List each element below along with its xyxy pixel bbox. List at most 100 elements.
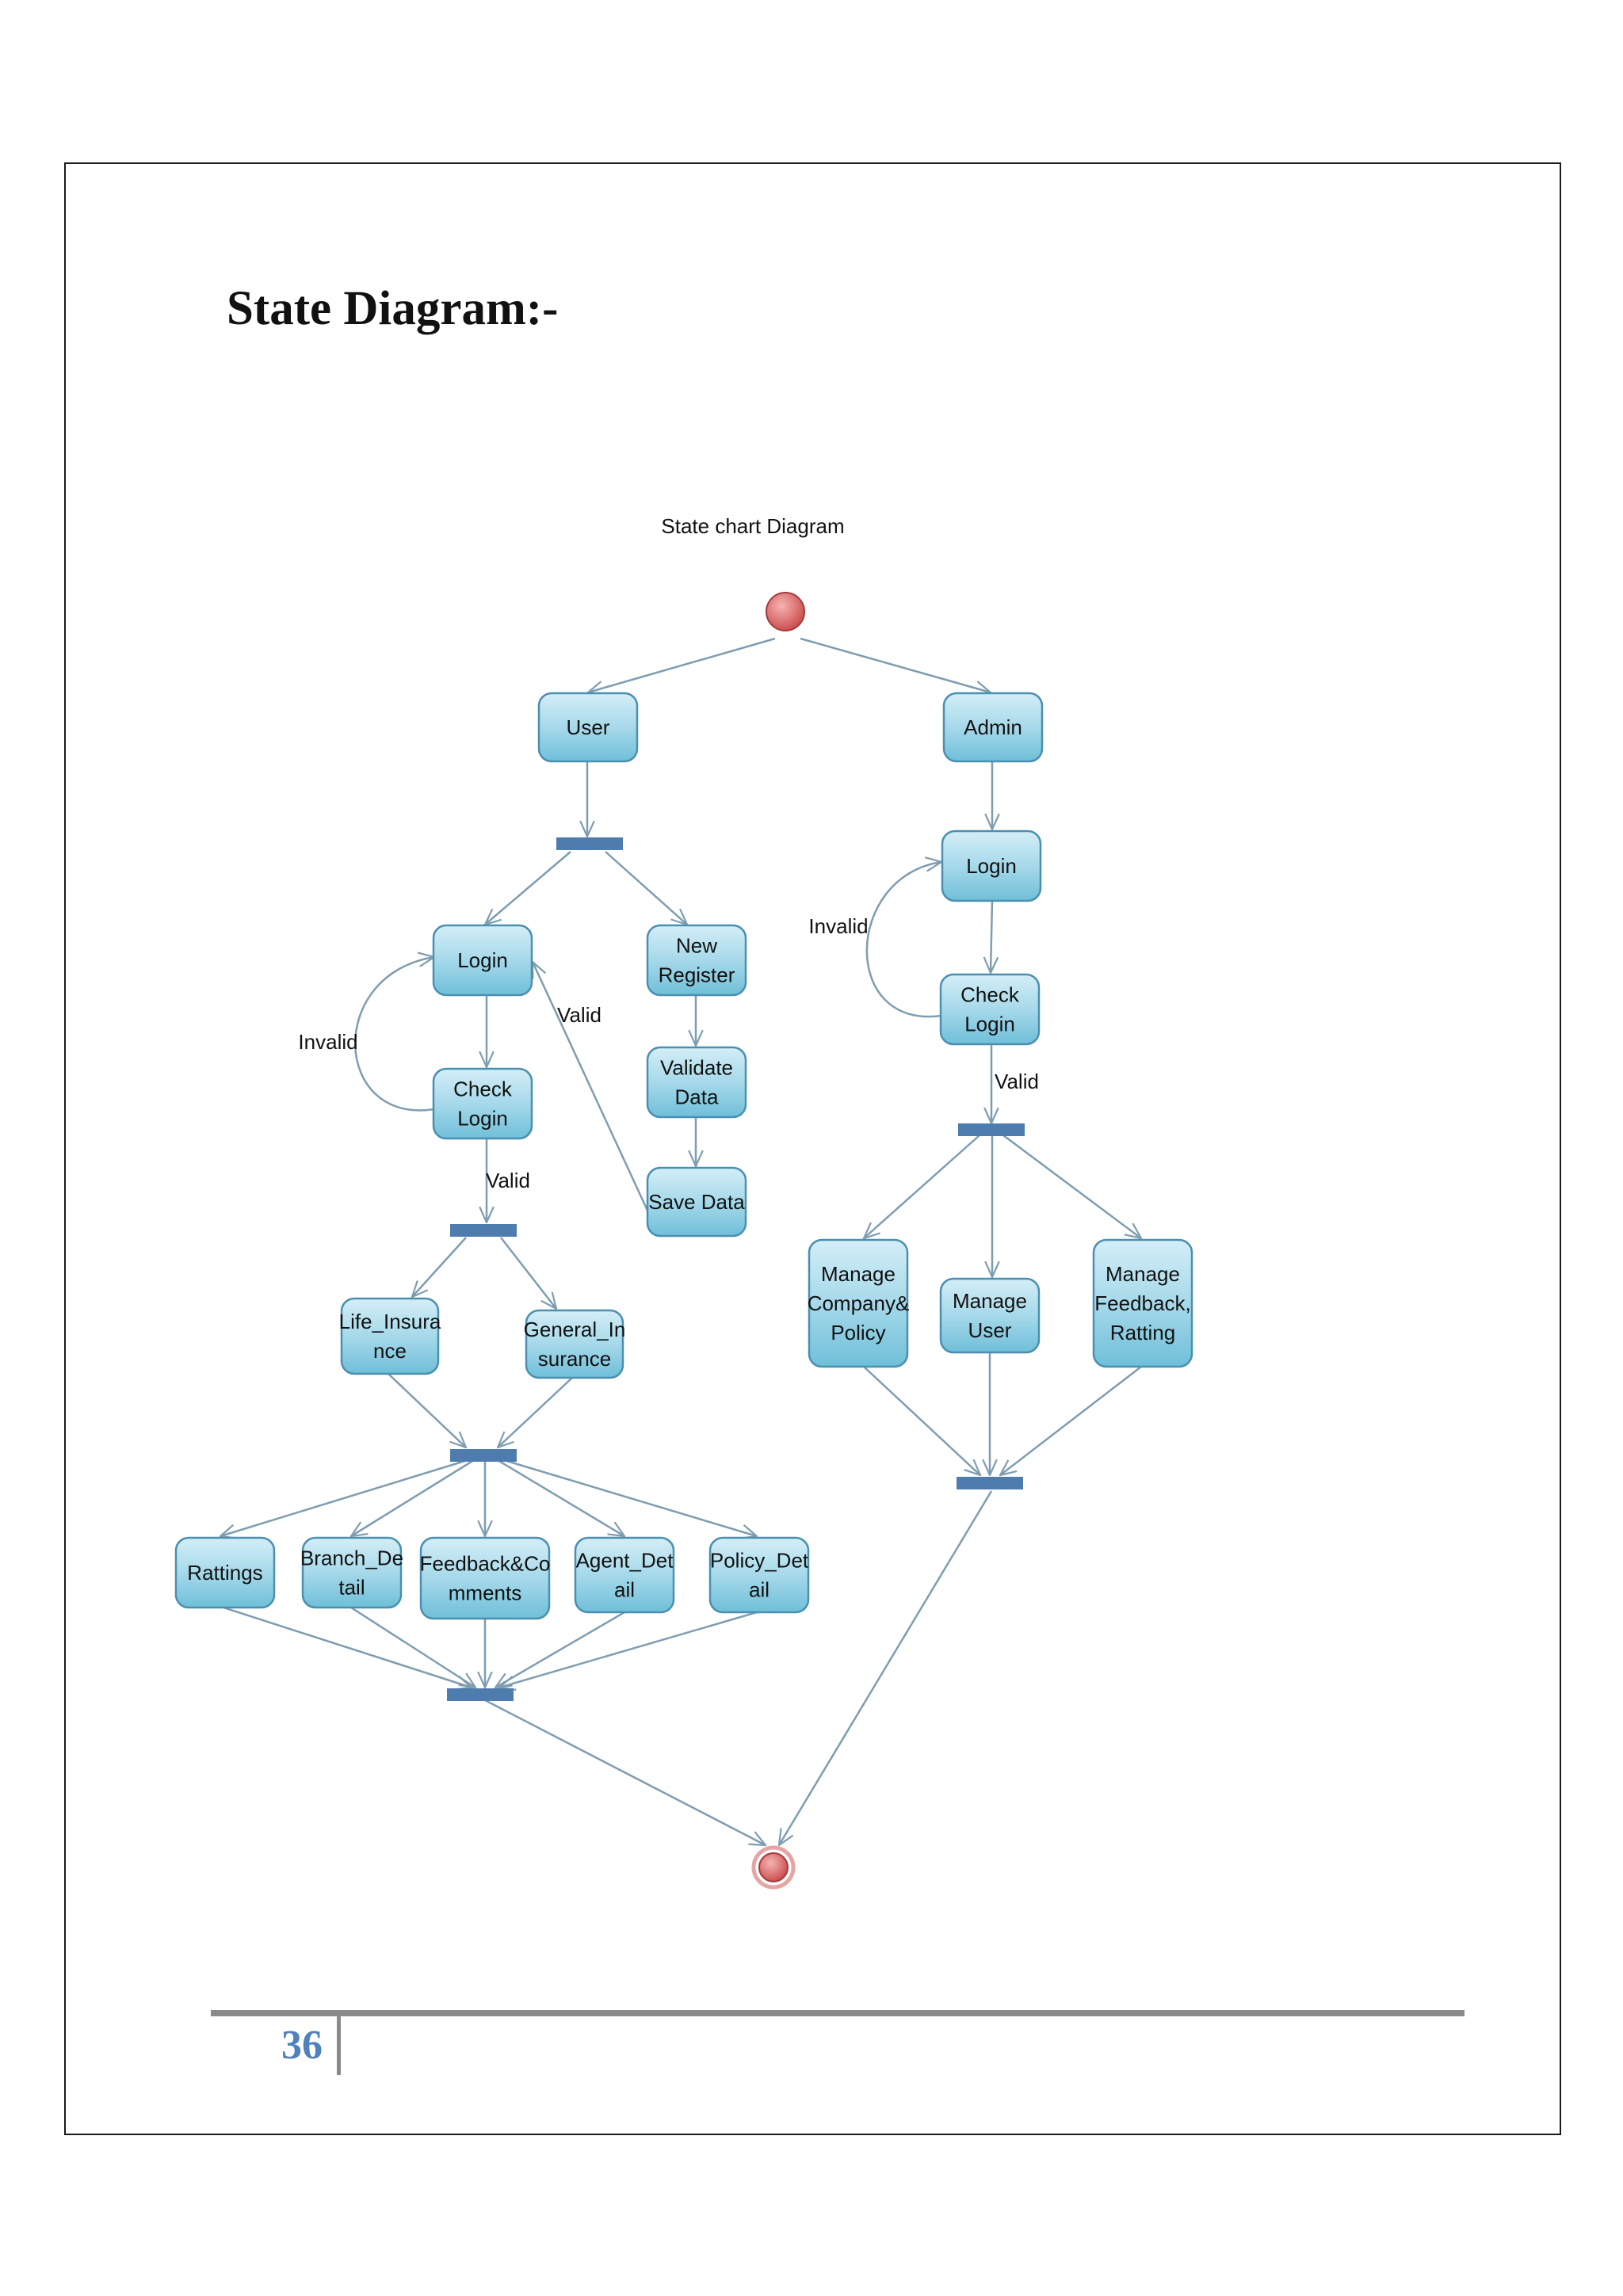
state-user: User [537,692,639,763]
edge-label-invalid-admin: Invalid [808,914,868,938]
state-box [646,1166,747,1238]
state-label: Rattings [187,1561,262,1585]
final-state [758,1852,789,1882]
state-label: Save Data [648,1190,745,1214]
edge-admin-login-check [991,900,992,973]
edge-join2-end [484,1699,766,1845]
state-user-login: Login [432,924,533,997]
edge-fork-register [605,851,687,925]
edge-check-login-invalid [354,957,434,1112]
state-box [646,1046,747,1119]
edge-save-login-valid [533,962,650,1213]
edge-fork-login [485,851,571,925]
edge-admin-join-end [779,1490,993,1845]
page-heading: State Diagram:- [227,282,559,335]
state-box [808,1238,909,1368]
state-box [525,1309,624,1379]
state-admin: Admin [942,692,1044,763]
edge-life-join [388,1373,466,1447]
state-box [537,692,639,763]
state-box [340,1297,440,1375]
edge-admin-fork-company [864,1135,980,1238]
state-label: User [567,715,610,739]
edge-start-admin [800,637,991,692]
page-border [64,162,1561,2135]
insurance-join-bar [450,1449,517,1462]
admin-fork-bar [958,1123,1025,1136]
edge-admin-check-invalid [865,862,941,1018]
edge-join-rattings [220,1459,468,1536]
edge-label-valid-admin: Valid [995,1070,1039,1093]
state-box [646,924,747,997]
state-label: Login [457,948,508,972]
edge-rattings-join2 [223,1606,472,1688]
edge-branch-join2 [350,1606,475,1688]
user-fork-bar [556,837,623,850]
state-box [942,692,1044,763]
state-box [432,924,533,997]
edge-join-policy [503,1459,757,1536]
state-admin-login: Login [941,830,1042,902]
footer-rule [211,2010,1465,2016]
state-box [419,1536,551,1620]
state-box [708,1536,810,1614]
state-box [939,973,1041,1046]
edge-company-join [863,1366,980,1475]
initial-state [766,592,805,631]
edge-fork-general [500,1237,556,1309]
edge-label-valid-register: Valid [557,1003,601,1027]
state-label: Admin [964,715,1022,739]
detail-join-bar [447,1688,514,1701]
state-box [432,1067,533,1140]
state-save-data: Save Data [646,1166,747,1238]
edge-fork-life [412,1237,467,1297]
admin-join-bar [957,1477,1023,1489]
login-fork-bar [450,1224,517,1237]
edge-feedback-join [1000,1366,1142,1475]
state-box [939,1277,1041,1354]
edge-join-agent [497,1459,624,1536]
state-box [1092,1238,1193,1368]
state-rattings: Rattings [174,1536,276,1609]
edge-general-join [498,1377,573,1447]
state-box [941,830,1042,902]
edge-start-user [588,637,776,692]
edge-admin-fork-feedback [1002,1134,1141,1238]
page-number: 36 [281,2023,323,2068]
state-label: Login [966,854,1017,878]
edge-label-valid-login: Valid [486,1169,530,1192]
page-number-separator [337,2016,341,2075]
edge-join-branch [351,1459,475,1536]
edge-agent-join2 [495,1611,625,1688]
state-box [301,1536,403,1609]
final-state-ring [751,1845,796,1890]
edge-policy-join2 [499,1611,758,1688]
diagram-title: State chart Diagram [661,514,844,538]
